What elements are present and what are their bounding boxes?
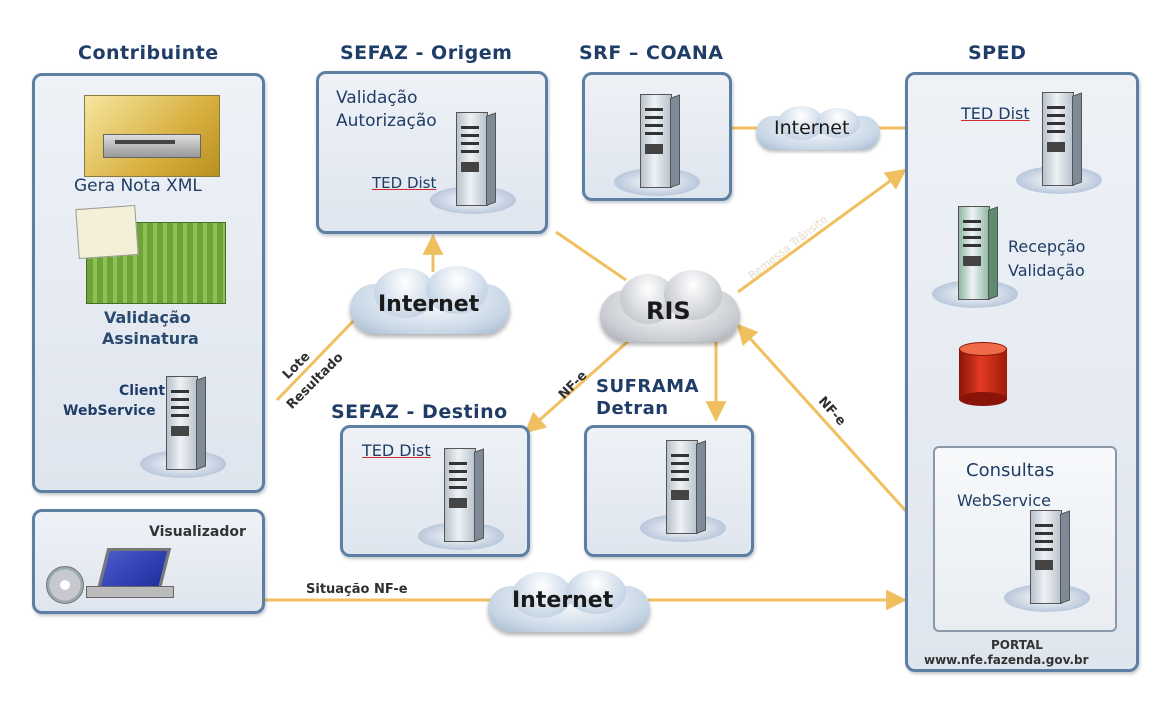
origem-ted-label: TED Dist — [372, 174, 437, 192]
suframa-heading: SUFRAMA — [596, 376, 700, 397]
srf-coana-heading: SRF – COANA — [579, 42, 724, 64]
internet-cloud-bottom — [488, 570, 650, 636]
internet-bottom-label: Internet — [512, 588, 614, 613]
destino-ted-label: TED Dist — [362, 441, 431, 460]
consultas-label: Consultas — [966, 460, 1055, 481]
origem-validacao-label: Validação — [336, 88, 418, 108]
sefaz-destino-heading: SEFAZ - Destino — [331, 401, 508, 423]
internet-coana-label: Internet — [774, 117, 850, 139]
server-contribuinte-icon — [140, 376, 226, 480]
sped-heading: SPED — [968, 42, 1027, 64]
ris-cloud — [600, 270, 740, 346]
arrow-ris-to-destino — [524, 334, 635, 434]
server-destino-icon — [418, 448, 504, 552]
server-consultas-icon — [1004, 510, 1090, 614]
server-sped-recepcao-icon — [932, 206, 1018, 310]
contribuinte-heading: Contribuinte — [78, 42, 219, 64]
client-webservice-label: WebService — [63, 403, 156, 419]
recepcao-label: Recepção — [1008, 237, 1086, 256]
origem-autorizacao-label: Autorização — [336, 111, 437, 131]
internet-cloud-coana — [756, 106, 880, 152]
server-origem-icon — [430, 112, 516, 216]
validacao-assinatura-image — [75, 204, 226, 304]
server-coana-icon — [614, 94, 700, 198]
portal-url-label: www.nfe.fazenda.gov.br — [924, 653, 1089, 667]
database-icon — [959, 342, 1007, 406]
gera-nota-label: Gera Nota XML — [74, 176, 202, 196]
portal-label: PORTAL — [991, 638, 1043, 652]
visualizador-label: Visualizador — [149, 524, 246, 540]
assinatura-label: Assinatura — [102, 329, 199, 348]
client-label: Client — [119, 383, 166, 399]
consultas-webservice-label: WebService — [957, 491, 1052, 510]
detran-heading: Detran — [596, 398, 669, 419]
situacao-label: Situação NF-e — [306, 582, 408, 597]
gera-nota-image — [84, 95, 220, 177]
arrow-portal-to-ris — [736, 323, 934, 542]
laptop-icon — [82, 548, 174, 598]
ris-label: RIS — [646, 297, 691, 325]
internet-left-label: Internet — [378, 292, 480, 317]
internet-cloud-left — [350, 266, 510, 338]
line-contribuinte-to-internet — [275, 310, 364, 402]
validacao-label: Validação — [104, 308, 191, 327]
server-suframa-icon — [640, 440, 726, 544]
sped-ted-label: TED Dist — [961, 104, 1030, 123]
sefaz-origem-panel — [316, 71, 548, 234]
sefaz-origem-heading: SEFAZ - Origem — [340, 42, 513, 64]
line-origem-to-ris — [555, 230, 627, 282]
arrow-ris-to-sped — [737, 168, 907, 294]
server-sped-ted-icon — [1016, 92, 1102, 196]
sped-validacao-label: Validação — [1008, 261, 1085, 280]
cd-icon — [46, 566, 84, 604]
